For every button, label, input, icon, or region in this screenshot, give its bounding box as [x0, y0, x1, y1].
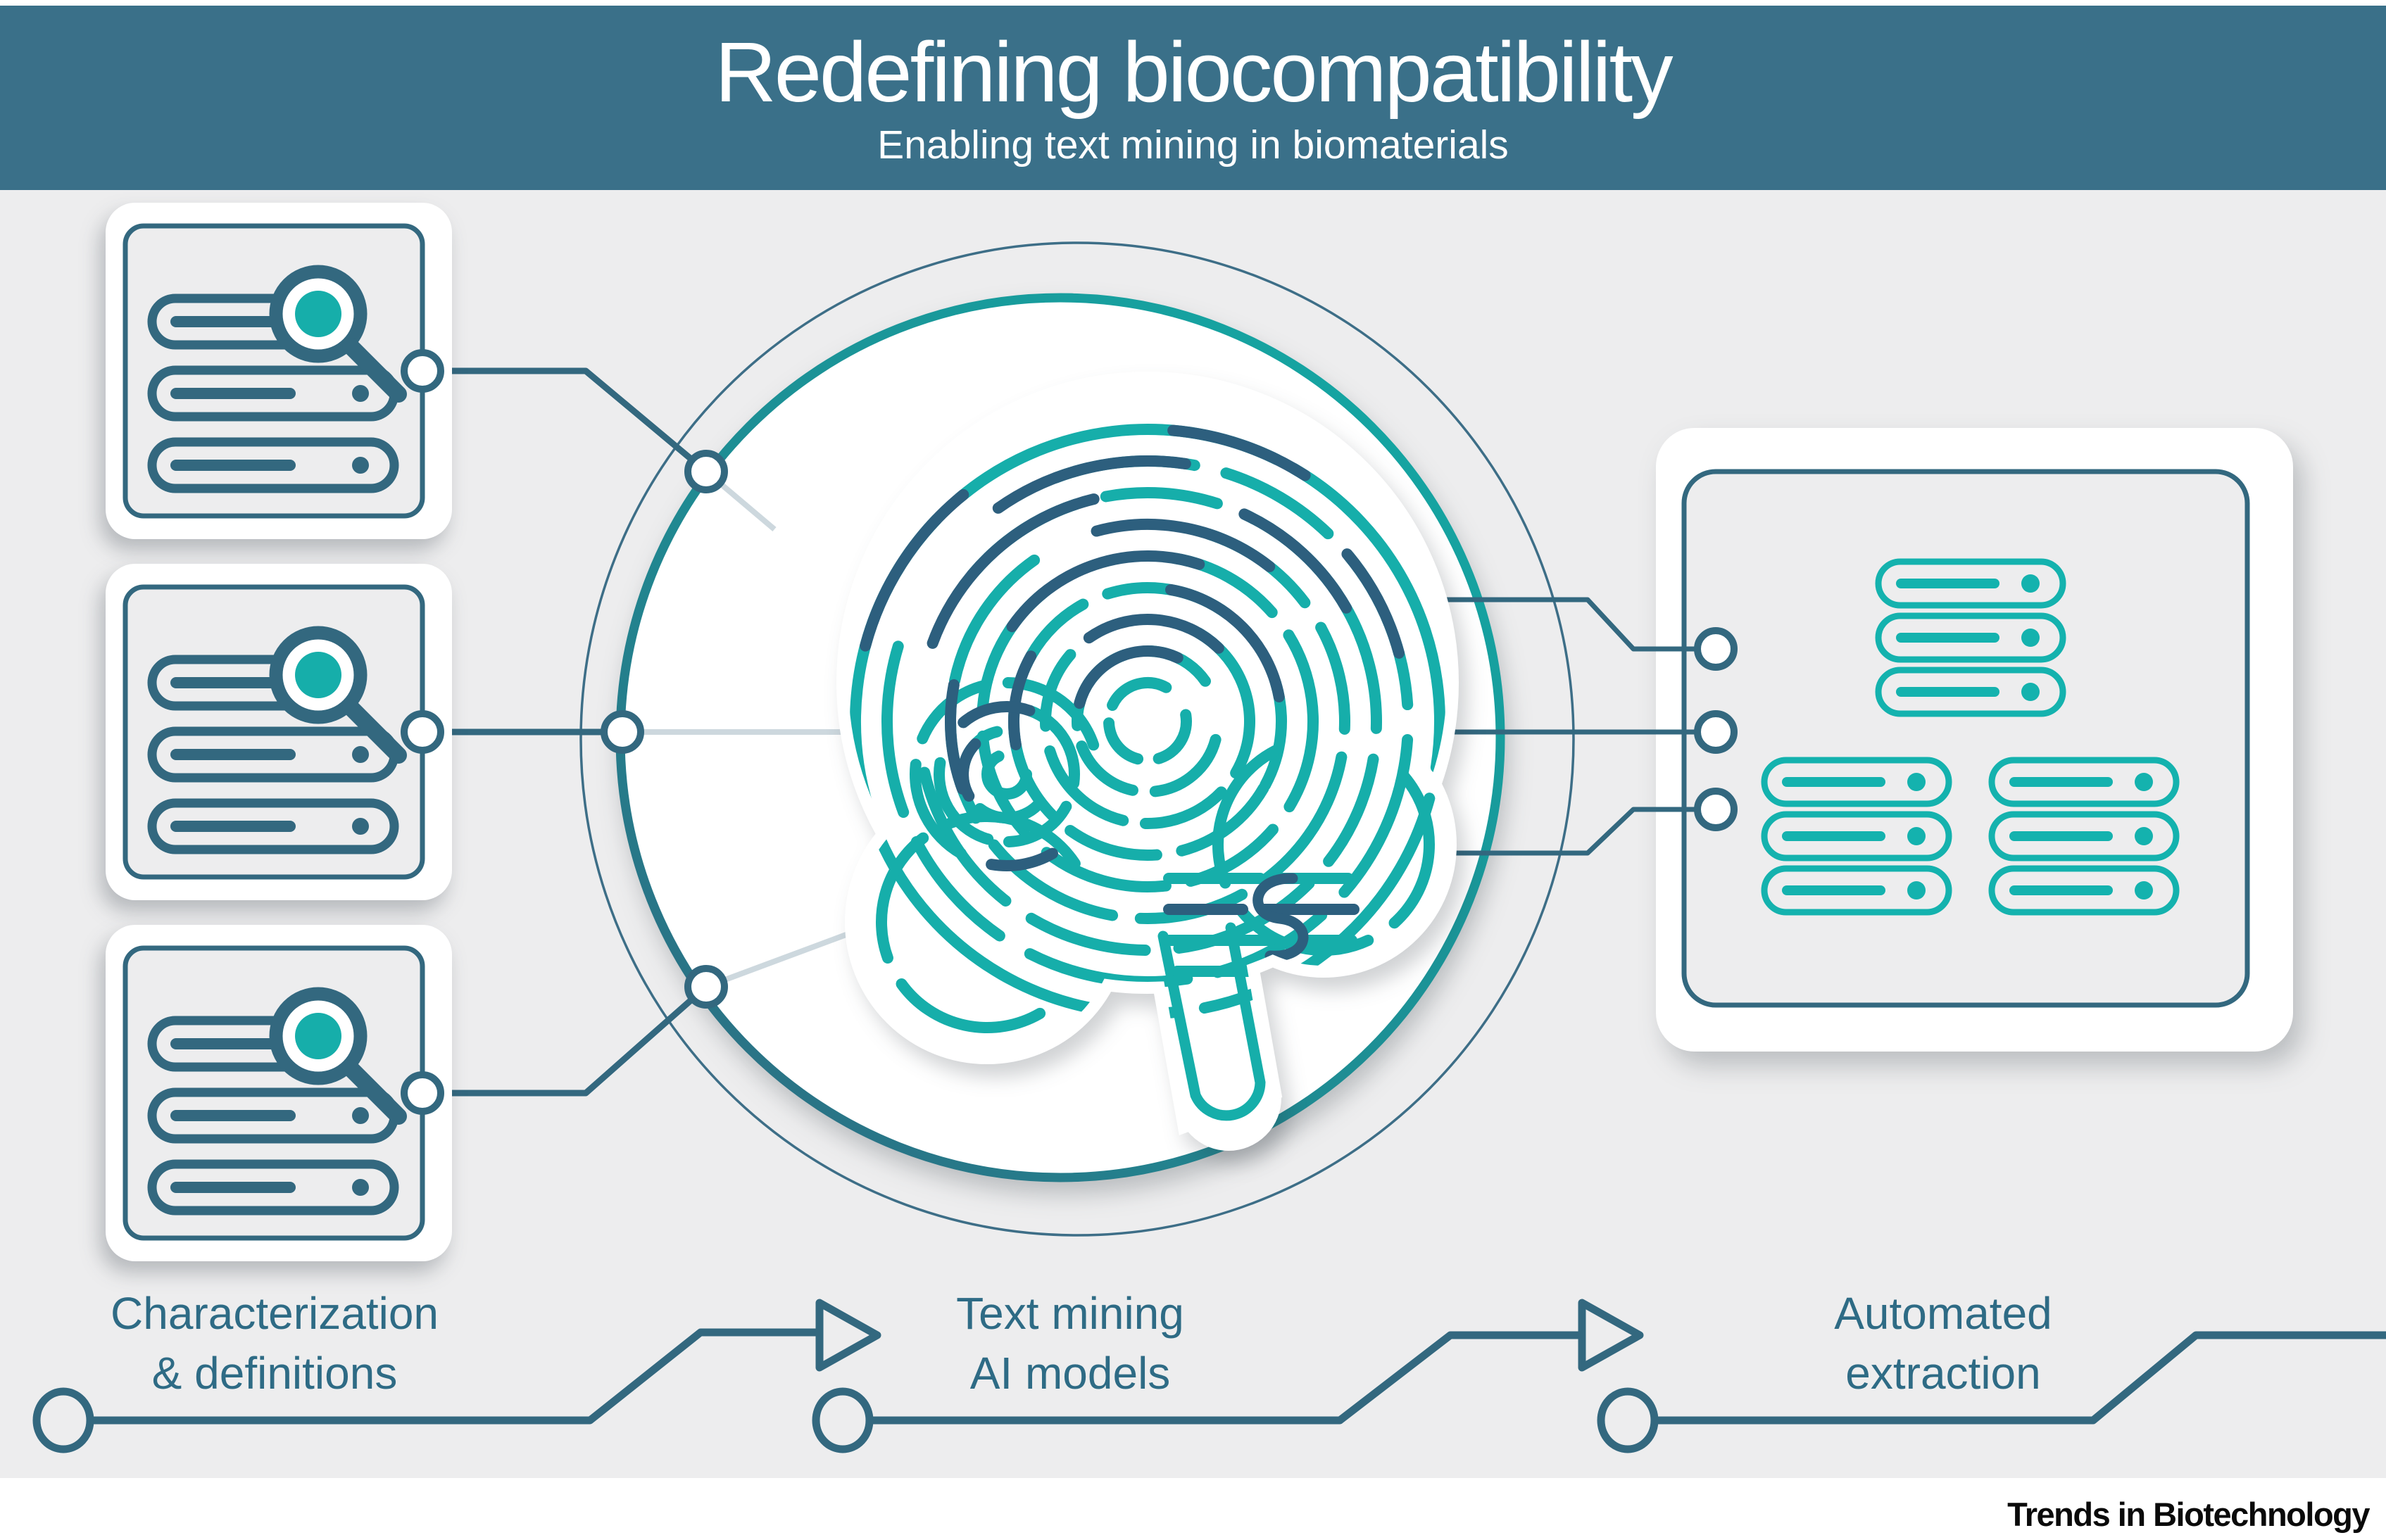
brain-maze-icon: [836, 372, 1459, 1151]
journal-credit: Trends in Biotechnology: [2007, 1496, 2370, 1533]
database-stack-icon: [1992, 760, 2176, 912]
stage-label-characterization: Characterization & definitions: [49, 1284, 500, 1403]
outer-thin-circle: [579, 241, 1575, 1237]
stage-label-line: Text mining: [956, 1288, 1184, 1339]
right-connection-wires: [1436, 597, 1716, 856]
flow-arrow-icon: [1578, 1299, 1644, 1372]
connector-node-icon: [688, 453, 724, 490]
database-stack-icon: [1878, 562, 2063, 714]
database-stack-icon: [1764, 760, 1949, 912]
stage-label-text-mining: Text mining AI models: [845, 1284, 1295, 1403]
footer-strip: [0, 1478, 2386, 1540]
connector-node-icon: [404, 1075, 441, 1111]
stage-label-line: extraction: [1845, 1348, 2041, 1399]
connector-node-icon: [1697, 791, 1734, 828]
connector-node-icon: [404, 353, 441, 389]
database-card: [1656, 428, 2293, 1052]
connector-node-icon: [1697, 714, 1734, 750]
document-search-card: [106, 925, 452, 1261]
banner: [0, 6, 2386, 190]
stage-label-line: Characterization: [111, 1288, 439, 1339]
flow-arrow-icon: [815, 1299, 881, 1372]
stage-label-automated-extraction: Automated extraction: [1718, 1284, 2168, 1403]
connector-node-icon: [688, 968, 724, 1005]
process-flow-line: [32, 1299, 2386, 1453]
stage-label-line: & definitions: [151, 1348, 398, 1399]
connector-node-icon: [604, 714, 641, 750]
stage-label-line: AI models: [969, 1348, 1171, 1399]
left-connection-wires: [422, 367, 708, 1097]
connector-node-icon: [404, 714, 441, 750]
document-search-card: [106, 203, 452, 539]
document-search-card: [106, 564, 452, 900]
connector-node-icon: [1697, 631, 1734, 667]
stage-label-line: Automated: [1834, 1288, 2052, 1339]
